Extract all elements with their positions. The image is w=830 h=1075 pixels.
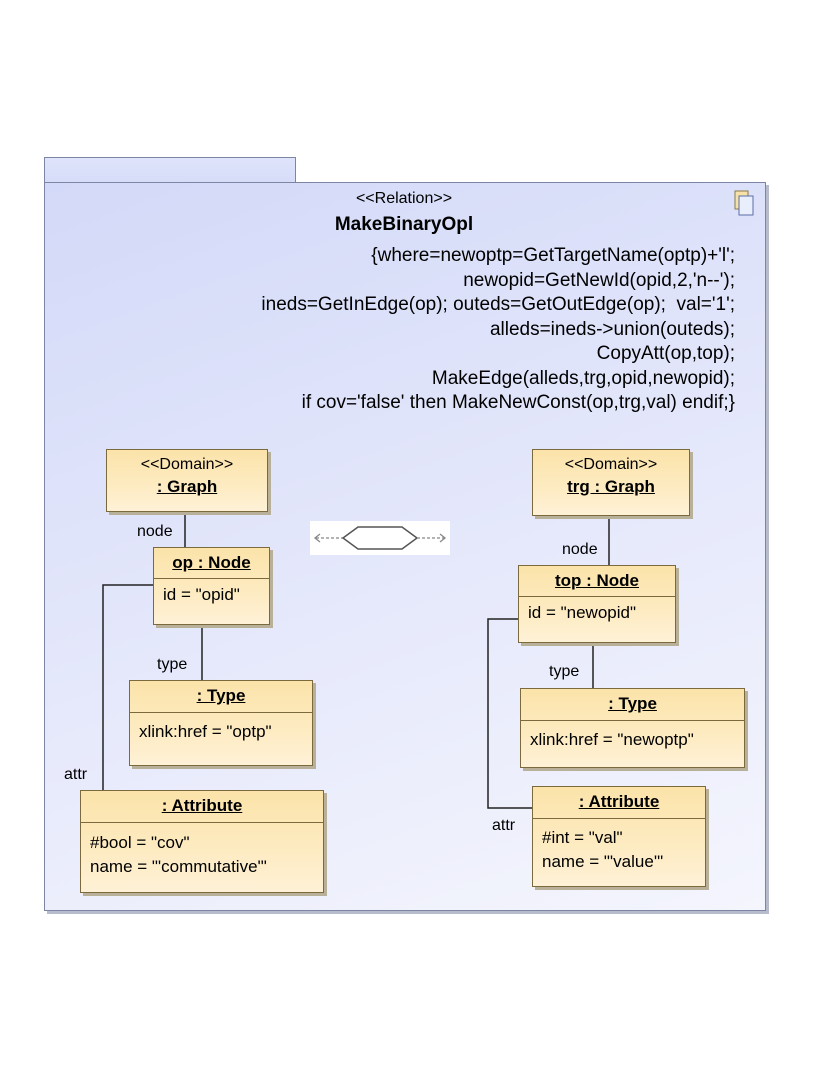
- left-domain-graph[interactable]: <<Domain>> : Graph: [106, 449, 268, 512]
- where-line-6: MakeEdge(alleds,trg,opid,newopid);: [431, 367, 735, 389]
- left-attribute-attr-name: name = "'commutative'": [90, 857, 267, 876]
- left-node-name: op : Node: [172, 553, 251, 572]
- left-type-separator: [130, 712, 312, 713]
- relation-stereotype: <<Relation>>: [355, 190, 453, 207]
- right-type-separator: [521, 720, 744, 721]
- where-line-7: if cov='false' then MakeNewConst(op,trg,…: [301, 392, 735, 413]
- left-attribute-box[interactable]: : Attribute #bool = "cov" name = "'commu…: [80, 790, 324, 893]
- right-attribute-box[interactable]: : Attribute #int = "val" name = "'value'…: [532, 786, 706, 887]
- where-line-2: newopid=GetNewId(opid,2,'n--');: [463, 269, 735, 291]
- right-type-name: : Type: [608, 694, 657, 713]
- relation-hexagon-icon[interactable]: [310, 521, 450, 555]
- left-type-attr-href: xlink:href = "optp": [139, 722, 272, 741]
- left-node-label: node: [137, 523, 173, 540]
- right-type-box[interactable]: : Type xlink:href = "newoptp": [520, 688, 745, 768]
- right-node-separator: [519, 596, 675, 597]
- left-domain-name: : Graph: [156, 477, 218, 496]
- right-type-label: type: [549, 663, 580, 680]
- left-node-attr-id: id = "opid": [163, 585, 240, 604]
- right-domain-name: trg : Graph: [567, 477, 655, 496]
- right-top-node[interactable]: top : Node id = "newopid": [518, 565, 676, 643]
- left-domain-stereotype: <<Domain>>: [140, 456, 234, 473]
- right-node-label: node: [562, 541, 598, 558]
- left-attribute-attr-bool: #bool = "cov": [90, 833, 190, 852]
- right-attribute-attr-name: name = "'value'": [542, 852, 664, 871]
- right-type-attr-href: xlink:href = "newoptp": [530, 730, 694, 749]
- left-op-node[interactable]: op : Node id = "opid": [153, 547, 270, 625]
- where-line-5: CopyAtt(op,top);: [596, 343, 735, 364]
- left-type-box[interactable]: : Type xlink:href = "optp": [129, 680, 313, 766]
- package-tab: [44, 157, 296, 184]
- right-node-attr-id: id = "newopid": [528, 603, 637, 622]
- relation-name: MakeBinaryOpl: [334, 214, 474, 235]
- note-icon[interactable]: [733, 190, 755, 216]
- left-type-name: : Type: [196, 686, 246, 705]
- where-line-3: ineds=GetInEdge(op); outeds=GetOutEdge(o…: [261, 294, 735, 315]
- where-line-4: alleds=ineds->union(outeds);: [489, 318, 735, 340]
- left-type-label: type: [157, 656, 188, 673]
- right-domain-graph[interactable]: <<Domain>> trg : Graph: [532, 449, 690, 516]
- left-attribute-name: : Attribute: [161, 796, 243, 815]
- left-attr-label: attr: [64, 766, 88, 783]
- right-attribute-separator: [533, 818, 705, 819]
- right-attribute-name: : Attribute: [578, 792, 660, 811]
- left-node-separator: [154, 578, 269, 579]
- left-attribute-separator: [81, 822, 323, 823]
- right-domain-stereotype: <<Domain>>: [564, 456, 658, 473]
- right-node-name: top : Node: [554, 571, 640, 590]
- right-attr-label: attr: [492, 817, 516, 834]
- right-attribute-attr-int: #int = "val": [542, 828, 623, 847]
- where-line-1: {where=newoptp=GetTargetName(optp)+'l';: [371, 245, 735, 266]
